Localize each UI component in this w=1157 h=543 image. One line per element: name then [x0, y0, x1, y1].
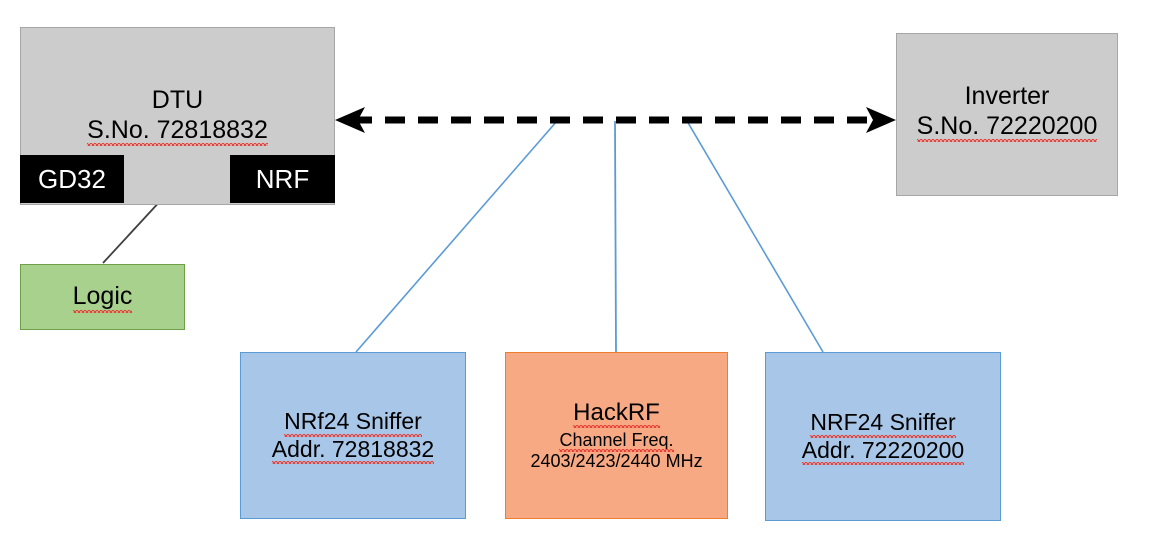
gd32-label: GD32 [38, 163, 106, 194]
inverter-node[interactable]: Inverter S.No. 72220200 [896, 33, 1118, 196]
sniffer-right-title: NRF24 Sniffer [810, 409, 956, 438]
rf-link-arrowhead-right [866, 107, 896, 133]
gd32-node[interactable]: GD32 [20, 155, 124, 203]
dtu-title: DTU [151, 86, 204, 114]
hackrf-title: HackRF [573, 398, 660, 429]
hackrf-channel-label-wrap: Channel Freq. [559, 429, 674, 453]
hackrf-channel-label: Channel Freq. [559, 429, 674, 453]
sniffer-left-node[interactable]: NRf24 Sniffer Addr. 72818832 [240, 352, 466, 519]
nrf-label: NRF [255, 163, 310, 194]
logic-label-wrap: Logic [72, 282, 133, 313]
sniffer-right-line1: NRF24 Sniffer [810, 409, 956, 438]
sniffer-right-node[interactable]: NRF24 Sniffer Addr. 72220200 [765, 352, 1001, 521]
rf-link-arrowhead-left [335, 107, 365, 133]
sniffer-right-line2: Addr. 72220200 [801, 436, 965, 465]
inverter-title: Inverter [964, 82, 1050, 110]
sniffer-right-address: Addr. 72220200 [801, 436, 965, 465]
sniffer-left-line2: Addr. 72818832 [271, 435, 435, 464]
sniffer-left-line1: NRf24 Sniffer [284, 408, 422, 437]
inverter-serial-text: S.No. 72220200 [916, 111, 1098, 142]
logic-node[interactable]: Logic [20, 264, 185, 330]
rf-tap-line-center [614, 120, 617, 353]
sniffer-left-address: Addr. 72818832 [271, 435, 435, 464]
hackrf-node[interactable]: HackRF Channel Freq. 2403/2423/2440 MHz [505, 352, 728, 519]
dtu-serial-text: S.No. 72818832 [87, 115, 268, 146]
logic-label: Logic [72, 282, 133, 313]
hackrf-title-wrap: HackRF [573, 398, 660, 429]
inverter-serial: S.No. 72220200 [916, 111, 1098, 142]
sniffer-left-title: NRf24 Sniffer [284, 408, 422, 437]
nrf-node[interactable]: NRF [230, 155, 335, 203]
hackrf-channel-freqs: 2403/2423/2440 MHz [530, 451, 703, 472]
rf-tap-line-right [686, 120, 824, 353]
dtu-serial: S.No. 72818832 [87, 116, 268, 146]
rf-tap-line-left [355, 120, 558, 353]
